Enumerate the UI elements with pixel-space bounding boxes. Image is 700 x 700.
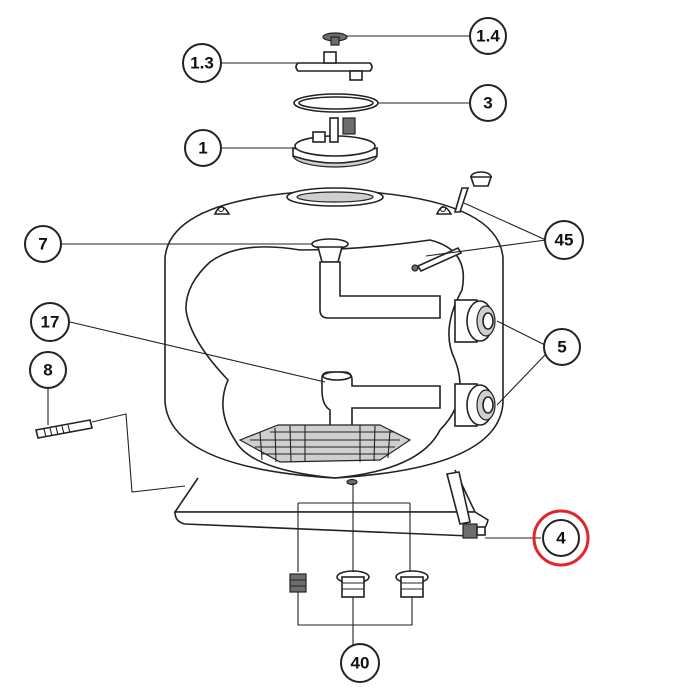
part-40-fittings: [289, 570, 429, 598]
part-4-drain: [446, 471, 486, 539]
svg-text:8: 8: [43, 361, 52, 380]
callout-4-highlight: [532, 509, 590, 567]
part-8-bolt: [35, 419, 93, 439]
filter-tank: [164, 187, 504, 479]
callout-7: 7: [24, 225, 62, 263]
callout-40: 40: [340, 643, 380, 683]
callout-1-4: 1.4: [469, 17, 507, 55]
part-1-3-handle: [295, 51, 373, 81]
callout-45: 45: [544, 220, 584, 260]
svg-text:45: 45: [555, 231, 574, 250]
part-1-4-vent-knob: [322, 32, 348, 46]
svg-text:1: 1: [198, 139, 207, 158]
part-17-collector-pipe: [321, 371, 441, 441]
part-7-diffuser: [311, 238, 441, 319]
part-1-lid: [292, 117, 378, 168]
callout-1-3: 1.3: [182, 43, 222, 83]
part-5-ports: [454, 299, 496, 427]
svg-text:1.3: 1.3: [190, 54, 214, 73]
callout-5: 5: [543, 328, 581, 366]
callout-17: 17: [30, 302, 70, 342]
svg-text:3: 3: [483, 94, 492, 113]
callout-3: 3: [469, 84, 507, 122]
svg-text:1.4: 1.4: [476, 27, 500, 46]
part-laterals: [238, 424, 412, 463]
svg-text:4: 4: [556, 529, 566, 548]
svg-text:7: 7: [38, 235, 47, 254]
callout-1: 1: [184, 129, 222, 167]
svg-text:17: 17: [41, 313, 60, 332]
svg-text:5: 5: [557, 338, 566, 357]
part-3-o-ring: [293, 93, 379, 113]
svg-text:40: 40: [351, 654, 370, 673]
callout-4: 4: [542, 519, 580, 557]
callout-8: 8: [29, 351, 67, 389]
